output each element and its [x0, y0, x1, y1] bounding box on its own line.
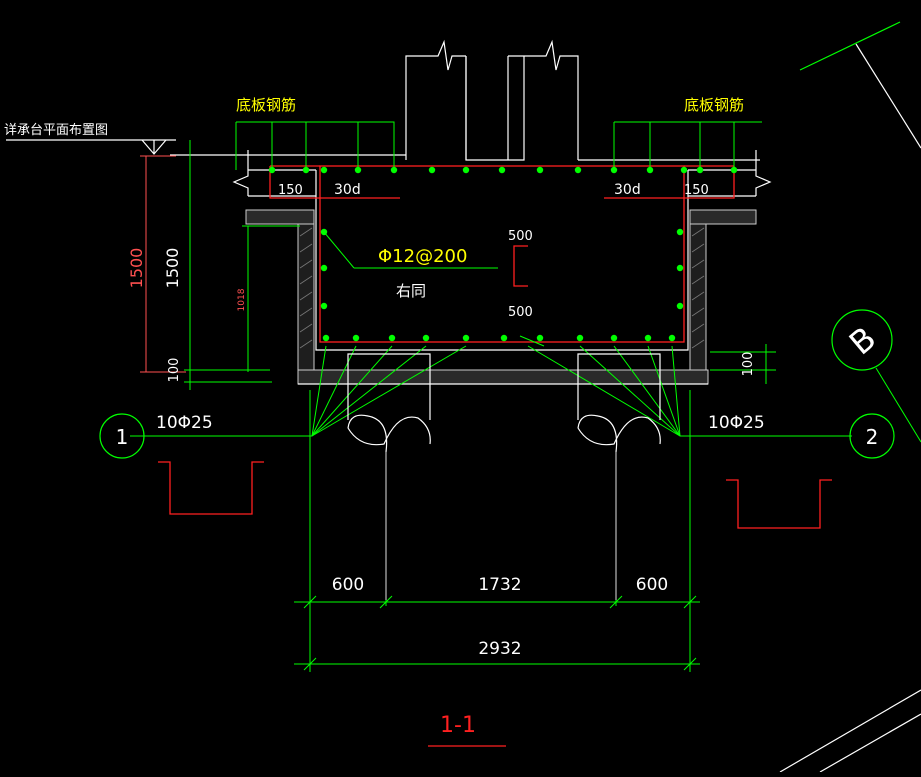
column-center — [465, 56, 525, 161]
stirrup-rect — [319, 165, 685, 343]
label-cover-left: 150 — [278, 183, 303, 198]
slab-left-break — [232, 150, 249, 196]
label-dim-600-left: 600 — [332, 575, 364, 595]
column-left-outer — [405, 39, 466, 160]
rebar-dot — [428, 166, 436, 174]
label-section-title: 1-1 — [440, 713, 476, 738]
rebar-dot — [320, 302, 328, 310]
pit-symbols — [158, 461, 832, 529]
dimension-lines-red — [140, 155, 186, 373]
leader-lines — [130, 121, 921, 443]
rebar-dot — [500, 334, 508, 342]
axis-label-b: B — [842, 319, 883, 362]
label-rebar-left: 10Φ25 — [156, 413, 213, 433]
label-section-top: 500 — [508, 229, 533, 244]
label-left-ref: 详承台平面布置图 — [4, 123, 108, 138]
label-dim-bottom-right: 100 — [741, 352, 756, 377]
column-outlines — [405, 39, 579, 161]
anchor-right — [604, 166, 735, 199]
label-section-bottom: 500 — [508, 305, 533, 320]
slab-right-break — [755, 150, 772, 196]
axis-bubble-b[interactable]: B — [831, 309, 893, 371]
leader-bottom-rebar-left — [236, 121, 395, 170]
label-stirrup: Φ12@200 — [378, 246, 467, 267]
anchor-left — [269, 166, 400, 199]
rebar-dot — [498, 166, 506, 174]
rebar-dot — [536, 166, 544, 174]
section-mark — [513, 245, 528, 287]
rebar-dot — [422, 334, 430, 342]
leader-stirrup — [323, 231, 355, 269]
label-stirrup-note: 右同 — [396, 282, 426, 300]
rebar-dot — [320, 264, 328, 272]
rebar-dot — [462, 166, 470, 174]
column-right-outer — [508, 39, 579, 160]
concrete-hatching — [245, 209, 757, 385]
axis-label-1: 1 — [116, 425, 129, 449]
label-dim-height-total: 1500 — [127, 248, 146, 289]
level-symbol — [6, 139, 176, 155]
rebar-dot — [668, 334, 676, 342]
label-dim-bottom-left: 100 — [167, 358, 182, 383]
rebar-dot — [676, 228, 684, 236]
pile-cap-outline — [298, 170, 708, 385]
rebar-dot — [610, 334, 618, 342]
dimension-lines — [184, 140, 776, 672]
hatch-slab-right — [689, 209, 757, 225]
axis-bubble-2[interactable]: 2 — [849, 413, 895, 459]
rebar-cage — [269, 165, 735, 343]
hatch-wall-right — [689, 223, 707, 373]
axis-label-2: 2 — [866, 425, 879, 449]
label-anchor-left: 30d — [334, 182, 361, 198]
axis-bubble-1[interactable]: 1 — [99, 413, 145, 459]
text-labels: 详承台平面布置图 底板钢筋 底板钢筋 150 150 30d 30d Φ12@2… — [4, 96, 765, 738]
label-anchor-right: 30d — [614, 182, 641, 198]
label-bottom-rebar-left: 底板钢筋 — [236, 96, 296, 114]
label-dim-1732: 1732 — [478, 575, 521, 595]
hatch-wall-left — [297, 223, 315, 373]
label-rebar-right: 10Φ25 — [708, 413, 765, 433]
rebar-dot — [462, 334, 470, 342]
label-dim-600-right: 600 — [636, 575, 668, 595]
plan-lines — [779, 21, 921, 773]
slab-lines — [170, 150, 772, 197]
rebar-dot — [352, 334, 360, 342]
rebar-dot — [644, 334, 652, 342]
rebar-dot — [676, 302, 684, 310]
label-bottom-rebar-right: 底板钢筋 — [684, 96, 744, 114]
rebar-dot — [576, 334, 584, 342]
rebar-dot — [322, 334, 330, 342]
rebar-dot — [320, 166, 328, 174]
label-dim-height-small: 1018 — [237, 288, 247, 311]
piles — [347, 353, 661, 600]
rebar-dot — [536, 334, 544, 342]
label-cover-right: 150 — [684, 183, 709, 198]
rebar-dot — [680, 166, 688, 174]
label-dim-2932: 2932 — [478, 639, 521, 659]
rebar-dot — [676, 264, 684, 272]
hatch-slab-left — [245, 209, 315, 225]
rebar-dot — [388, 334, 396, 342]
rebar-dot — [574, 166, 582, 174]
label-dim-height-inner: 1500 — [163, 248, 182, 289]
